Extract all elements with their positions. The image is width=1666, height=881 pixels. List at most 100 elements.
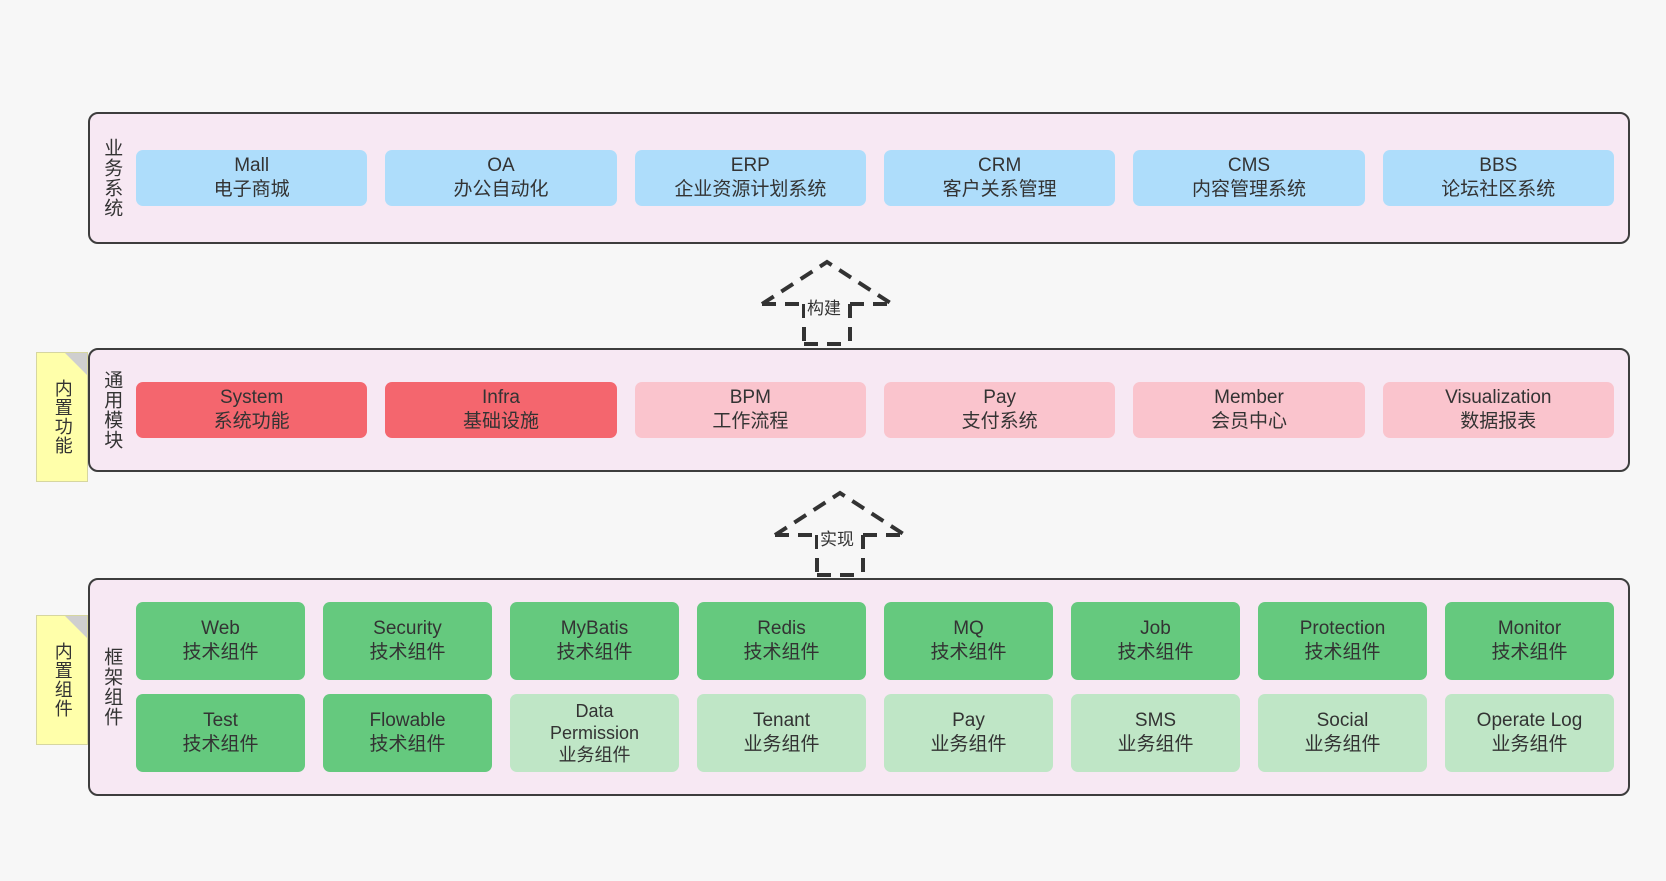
card-subtitle: 会员中心 [1210,411,1287,432]
card-subtitle: 业务组件 [1117,734,1194,755]
layer-body-framework-component: Web 技术组件 Security 技术组件 MyBatis 技术组件 Redi… [132,580,1628,794]
card-title: MyBatis [560,618,629,640]
note-builtin-function: 内置功能 [36,352,88,482]
card-title: Redis [757,618,806,640]
card-subtitle: 数据报表 [1460,411,1537,432]
card-erp[interactable]: ERP 企业资源计划系统 [634,150,866,206]
card-row: Test 技术组件 Flowable 技术组件 Data Permission … [136,694,1614,772]
card-title: Data Permission [549,700,640,743]
card-mybatis[interactable]: MyBatis 技术组件 [510,602,679,680]
card-web[interactable]: Web 技术组件 [136,602,305,680]
card-title: Infra [481,387,520,409]
card-bbs[interactable]: BBS 论坛社区系统 [1382,150,1614,206]
card-row: Mall 电子商城 OA 办公自动化 ERP 企业资源计划系统 CRM 客户关系… [136,150,1614,206]
card-operate-log[interactable]: Operate Log 业务组件 [1445,694,1614,772]
card-crm[interactable]: CRM 客户关系管理 [883,150,1116,206]
card-title: CMS [1227,155,1271,177]
card-subtitle: 技术组件 [556,642,633,663]
card-title: BPM [729,387,771,409]
card-subtitle: 技术组件 [1491,642,1568,663]
card-subtitle: 技术组件 [930,642,1007,663]
layer-framework-component[interactable]: 框架组件 Web 技术组件 Security 技术组件 MyBatis 技术组件… [88,578,1630,796]
note-fold-corner [65,616,87,638]
card-subtitle: 业务组件 [1491,734,1568,755]
card-subtitle: 办公自动化 [453,179,549,200]
card-test[interactable]: Test 技术组件 [136,694,305,772]
card-title: SMS [1134,710,1177,732]
connector-build-label: 构建 [805,294,843,319]
card-title: CRM [978,155,1022,177]
card-subtitle: 技术组件 [369,734,446,755]
layer-title-common-module: 通用模块 [101,370,123,450]
card-subtitle: 业务组件 [558,745,631,766]
card-row: System 系统功能 Infra 基础设施 BPM 工作流程 Pay 支付系统… [136,382,1614,438]
card-sms[interactable]: SMS 业务组件 [1071,694,1240,772]
card-mq[interactable]: MQ 技术组件 [884,602,1053,680]
card-title: BBS [1479,155,1518,177]
card-subtitle: 业务组件 [930,734,1007,755]
card-row: Web 技术组件 Security 技术组件 MyBatis 技术组件 Redi… [136,602,1614,680]
card-flowable[interactable]: Flowable 技术组件 [323,694,492,772]
connector-implement: 实现 [770,487,915,577]
layer-common-module[interactable]: 通用模块 System 系统功能 Infra 基础设施 BPM 工作流程 Pay… [88,348,1630,472]
card-title: OA [487,155,515,177]
card-subtitle: 企业资源计划系统 [674,179,827,200]
connector-implement-label: 实现 [818,525,856,550]
card-subtitle: 基础设施 [462,411,539,432]
connector-build: 构建 [757,256,902,346]
card-title: System [219,387,284,409]
card-title: MQ [953,618,984,640]
card-redis[interactable]: Redis 技术组件 [697,602,866,680]
note-builtin-component: 内置组件 [36,615,88,745]
card-title: Pay [952,710,985,732]
card-subtitle: 内容管理系统 [1191,179,1306,200]
card-mall[interactable]: Mall 电子商城 [136,150,368,206]
layer-body-common-module: System 系统功能 Infra 基础设施 BPM 工作流程 Pay 支付系统… [132,350,1628,470]
card-title: ERP [730,155,770,177]
card-data-permission[interactable]: Data Permission 业务组件 [510,694,679,772]
card-pay-module[interactable]: Pay 支付系统 [883,382,1116,438]
card-bpm[interactable]: BPM 工作流程 [634,382,866,438]
card-title: Flowable [369,710,446,732]
note-fold-corner [65,353,87,375]
card-security[interactable]: Security 技术组件 [323,602,492,680]
card-subtitle: 技术组件 [1117,642,1194,663]
card-visualization[interactable]: Visualization 数据报表 [1382,382,1614,438]
card-system[interactable]: System 系统功能 [136,382,368,438]
card-job[interactable]: Job 技术组件 [1071,602,1240,680]
card-title: Mall [234,155,270,177]
card-subtitle: 技术组件 [182,734,259,755]
card-infra[interactable]: Infra 基础设施 [385,382,617,438]
note-label: 内置功能 [52,379,73,455]
card-subtitle: 工作流程 [712,411,789,432]
card-monitor[interactable]: Monitor 技术组件 [1445,602,1614,680]
card-title: Test [203,710,238,732]
card-subtitle: 论坛社区系统 [1441,179,1556,200]
card-title: Operate Log [1476,710,1583,732]
card-title: Security [373,618,442,640]
card-title: Social [1316,710,1369,732]
card-subtitle: 支付系统 [961,411,1038,432]
card-title: Protection [1299,618,1386,640]
card-pay-component[interactable]: Pay 业务组件 [884,694,1053,772]
card-subtitle: 技术组件 [182,642,259,663]
note-label: 内置组件 [52,642,73,718]
card-member[interactable]: Member 会员中心 [1133,382,1365,438]
layer-body-business-system: Mall 电子商城 OA 办公自动化 ERP 企业资源计划系统 CRM 客户关系… [132,114,1628,242]
card-subtitle: 技术组件 [743,642,820,663]
card-protection[interactable]: Protection 技术组件 [1258,602,1427,680]
card-cms[interactable]: CMS 内容管理系统 [1133,150,1365,206]
arrow-head-open [773,490,907,537]
layer-business-system[interactable]: 业务系统 Mall 电子商城 OA 办公自动化 ERP 企业资源计划系统 CRM… [88,112,1630,244]
card-tenant[interactable]: Tenant 业务组件 [697,694,866,772]
layer-title-business-system: 业务系统 [101,138,123,218]
arrow-head-open [760,259,894,306]
card-oa[interactable]: OA 办公自动化 [385,150,617,206]
card-subtitle: 技术组件 [1304,642,1381,663]
card-subtitle: 业务组件 [743,734,820,755]
card-title: Pay [983,387,1017,409]
card-subtitle: 业务组件 [1304,734,1381,755]
card-subtitle: 技术组件 [369,642,446,663]
card-social[interactable]: Social 业务组件 [1258,694,1427,772]
